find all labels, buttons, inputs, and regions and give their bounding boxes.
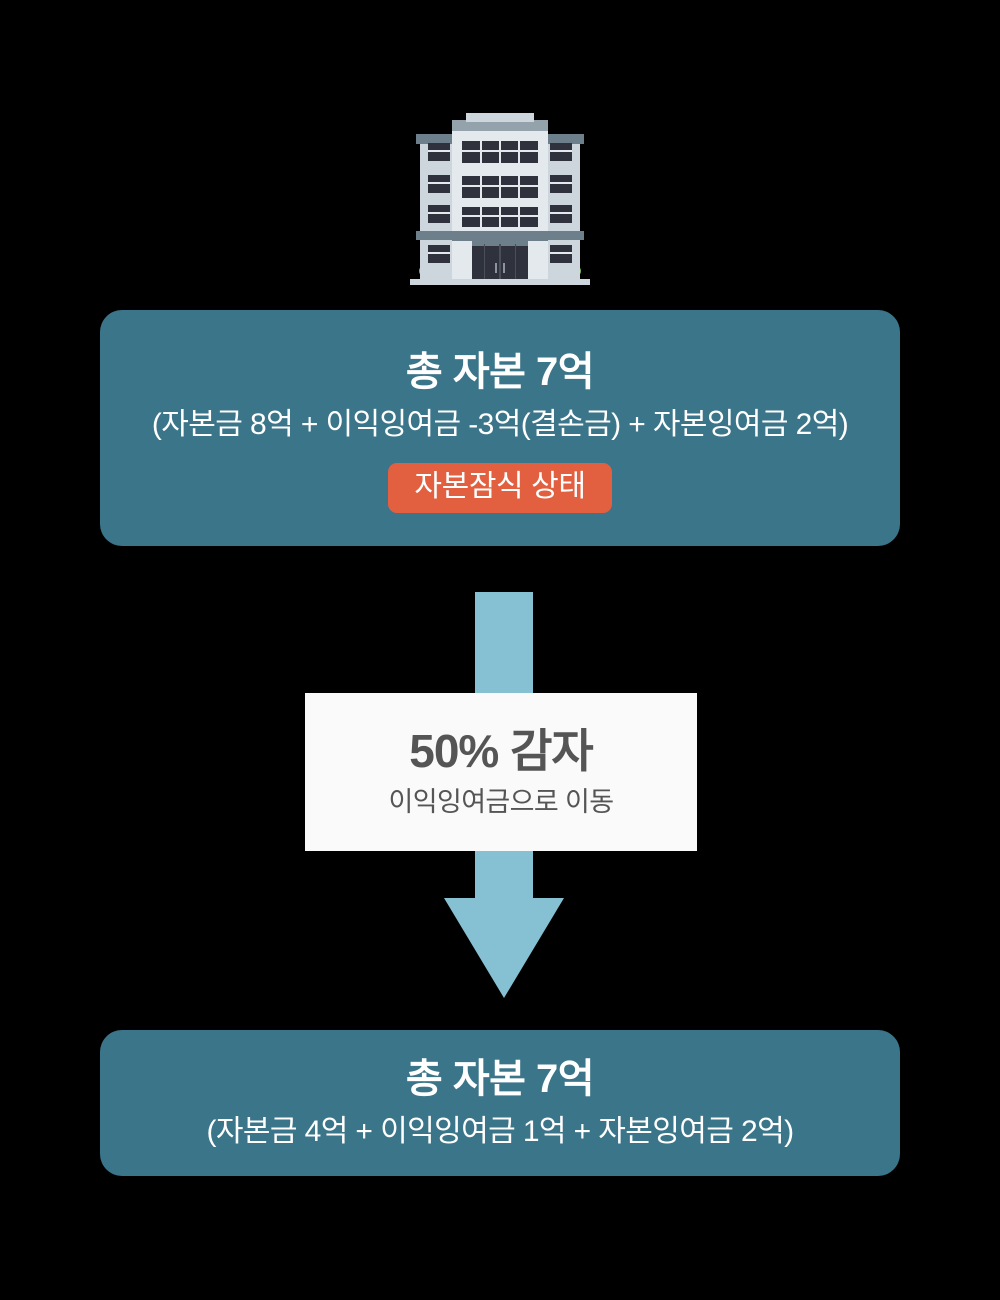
card-before-title: 총 자본 7억 <box>405 350 595 394</box>
card-after-title: 총 자본 7억 <box>405 1057 595 1101</box>
down-arrow-head <box>444 898 564 998</box>
transition-title: 50% 감자 <box>409 725 593 778</box>
capital-card-after: 총 자본 7억 (자본금 4억 + 이익잉여금 1억 + 자본잉여금 2억) <box>100 1030 900 1176</box>
status-badge-capital-impairment: 자본잠식 상태 <box>388 463 612 513</box>
card-before-breakdown: (자본금 8억 + 이익잉여금 -3억(결손금) + 자본잉여금 2억) <box>151 408 849 441</box>
transition-subtitle: 이익잉여금으로 이동 <box>388 786 614 817</box>
office-building-icon <box>410 113 590 293</box>
capital-card-before: 총 자본 7억 (자본금 8억 + 이익잉여금 -3억(결손금) + 자본잉여금… <box>100 310 900 546</box>
transition-callout: 50% 감자 이익잉여금으로 이동 <box>305 693 697 851</box>
card-after-breakdown: (자본금 4억 + 이익잉여금 1억 + 자본잉여금 2억) <box>206 1115 794 1148</box>
